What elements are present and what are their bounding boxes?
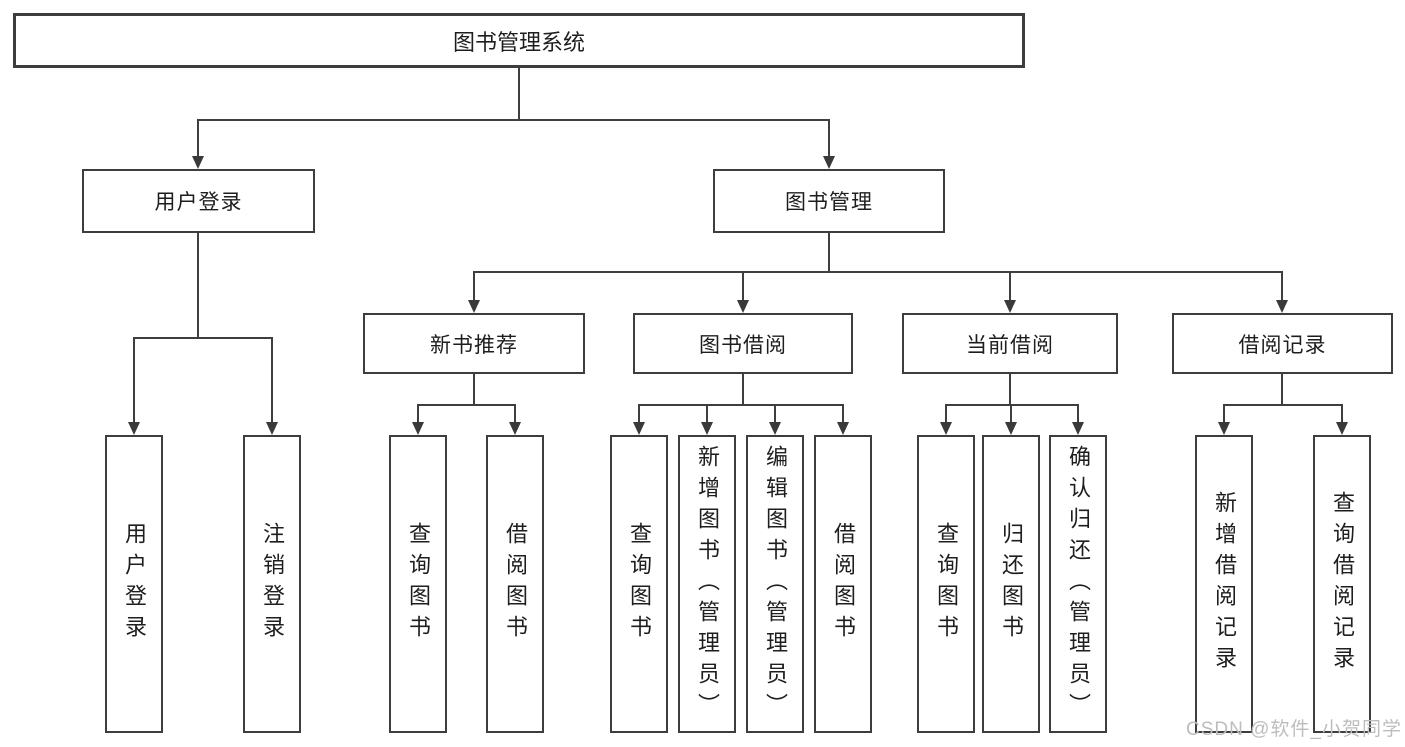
leaf-label: 借阅图书 bbox=[831, 522, 856, 646]
arrowhead-icon bbox=[633, 422, 645, 435]
connector-user-login-bar bbox=[133, 337, 272, 339]
connector-root-bar bbox=[198, 119, 830, 121]
connector-drop-leaf bbox=[945, 404, 947, 422]
leaf-label: 查询图书 bbox=[406, 522, 431, 646]
connector-drop-leaf bbox=[133, 337, 135, 422]
connector-drop-borrow-records bbox=[1281, 271, 1283, 300]
leaf-label: 新增图书（管理员） bbox=[695, 444, 720, 724]
leaf-recommend-borrow-books: 借阅图书 bbox=[486, 435, 544, 733]
leaf-user-login: 用户登录 bbox=[105, 435, 163, 733]
csdn-watermark: CSDN @软件_小贺同学 bbox=[1186, 719, 1402, 740]
leaf-add-borrow-record: 新增借阅记录 bbox=[1195, 435, 1253, 733]
leaf-label: 注销登录 bbox=[260, 522, 285, 646]
leaf-label: 确认归还（管理员） bbox=[1066, 444, 1091, 724]
connector-root-stem bbox=[518, 68, 520, 119]
leaf-label: 编辑图书（管理员） bbox=[763, 444, 788, 724]
leaf-edit-books-admin: 编辑图书（管理员） bbox=[746, 435, 804, 733]
node-borrowing-records: 借阅记录 bbox=[1172, 313, 1393, 374]
connector-drop-leaf bbox=[1223, 404, 1225, 422]
node-current-borrowing: 当前借阅 bbox=[902, 313, 1118, 374]
connector-drop-leaf bbox=[638, 404, 640, 422]
leaf-label: 查询图书 bbox=[934, 522, 959, 646]
connector-drop-leaf bbox=[1010, 404, 1012, 422]
leaf-logout: 注销登录 bbox=[243, 435, 301, 733]
leaf-label: 归还图书 bbox=[999, 522, 1024, 646]
connector-current-borrow-stem bbox=[1009, 374, 1011, 404]
node-label: 当前借阅 bbox=[966, 333, 1054, 357]
connector-new-book-stem bbox=[473, 374, 475, 404]
node-library-management-system: 图书管理系统 bbox=[13, 13, 1025, 68]
node-book-borrowing: 图书借阅 bbox=[633, 313, 853, 374]
connector-drop-leaf bbox=[1077, 404, 1079, 422]
leaf-confirm-return-admin: 确认归还（管理员） bbox=[1049, 435, 1107, 733]
arrowhead-icon bbox=[128, 422, 140, 435]
leaf-label: 新增借阅记录 bbox=[1212, 491, 1237, 677]
leaf-label: 查询图书 bbox=[627, 522, 652, 646]
connector-drop-user-login bbox=[197, 119, 199, 157]
arrowhead-icon bbox=[769, 422, 781, 435]
connector-records-bar bbox=[1223, 404, 1343, 406]
connector-records-stem bbox=[1281, 374, 1283, 404]
node-new-book-recommend: 新书推荐 bbox=[363, 313, 585, 374]
connector-book-management-stem bbox=[828, 233, 830, 271]
arrowhead-icon bbox=[1004, 300, 1016, 313]
connector-book-management-bar bbox=[473, 271, 1282, 273]
arrowhead-icon bbox=[737, 300, 749, 313]
arrowhead-icon bbox=[509, 422, 521, 435]
node-label: 图书管理 bbox=[785, 191, 873, 214]
connector-new-book-bar bbox=[417, 404, 516, 406]
connector-drop-book-management bbox=[828, 119, 830, 157]
node-label: 新书推荐 bbox=[430, 333, 518, 357]
connector-drop-new-books bbox=[473, 271, 475, 300]
leaf-label: 用户登录 bbox=[122, 522, 147, 646]
leaf-add-books-admin: 新增图书（管理员） bbox=[678, 435, 736, 733]
node-label: 图书管理系统 bbox=[452, 29, 585, 55]
arrowhead-icon bbox=[192, 156, 204, 169]
connector-current-borrow-bar bbox=[945, 404, 1079, 406]
connector-drop-leaf bbox=[417, 404, 419, 422]
connector-drop-book-borrow bbox=[742, 271, 744, 300]
connector-drop-leaf bbox=[514, 404, 516, 422]
leaf-return-books: 归还图书 bbox=[982, 435, 1040, 733]
arrowhead-icon bbox=[1005, 422, 1017, 435]
arrowhead-icon bbox=[468, 300, 480, 313]
connector-drop-current-borrow bbox=[1009, 271, 1011, 300]
leaf-label: 查询借阅记录 bbox=[1330, 491, 1355, 677]
node-label: 借阅记录 bbox=[1238, 333, 1327, 357]
leaf-label: 借阅图书 bbox=[503, 522, 528, 646]
connector-book-borrow-bar bbox=[638, 404, 844, 406]
arrowhead-icon bbox=[1276, 300, 1288, 313]
connector-drop-leaf bbox=[1341, 404, 1343, 422]
arrowhead-icon bbox=[1336, 422, 1348, 435]
leaf-query-borrow-record: 查询借阅记录 bbox=[1313, 435, 1371, 733]
node-label: 图书借阅 bbox=[699, 333, 787, 357]
arrowhead-icon bbox=[823, 156, 835, 169]
connector-book-borrow-stem bbox=[742, 374, 744, 404]
arrowhead-icon bbox=[701, 422, 713, 435]
node-user-login: 用户登录 bbox=[82, 169, 315, 233]
connector-drop-leaf bbox=[774, 404, 776, 422]
arrowhead-icon bbox=[1218, 422, 1230, 435]
arrowhead-icon bbox=[412, 422, 424, 435]
leaf-borrowing-borrow-books: 借阅图书 bbox=[814, 435, 872, 733]
arrowhead-icon bbox=[837, 422, 849, 435]
connector-drop-leaf bbox=[706, 404, 708, 422]
connector-drop-leaf bbox=[842, 404, 844, 422]
node-book-management: 图书管理 bbox=[713, 169, 945, 233]
connector-user-login-stem bbox=[197, 233, 199, 337]
arrowhead-icon bbox=[940, 422, 952, 435]
leaf-current-query-books: 查询图书 bbox=[917, 435, 975, 733]
arrowhead-icon bbox=[1072, 422, 1084, 435]
connector-drop-leaf bbox=[271, 337, 273, 422]
leaf-recommend-query-books: 查询图书 bbox=[389, 435, 447, 733]
leaf-borrowing-query-books: 查询图书 bbox=[610, 435, 668, 733]
arrowhead-icon bbox=[266, 422, 278, 435]
node-label: 用户登录 bbox=[154, 191, 243, 214]
